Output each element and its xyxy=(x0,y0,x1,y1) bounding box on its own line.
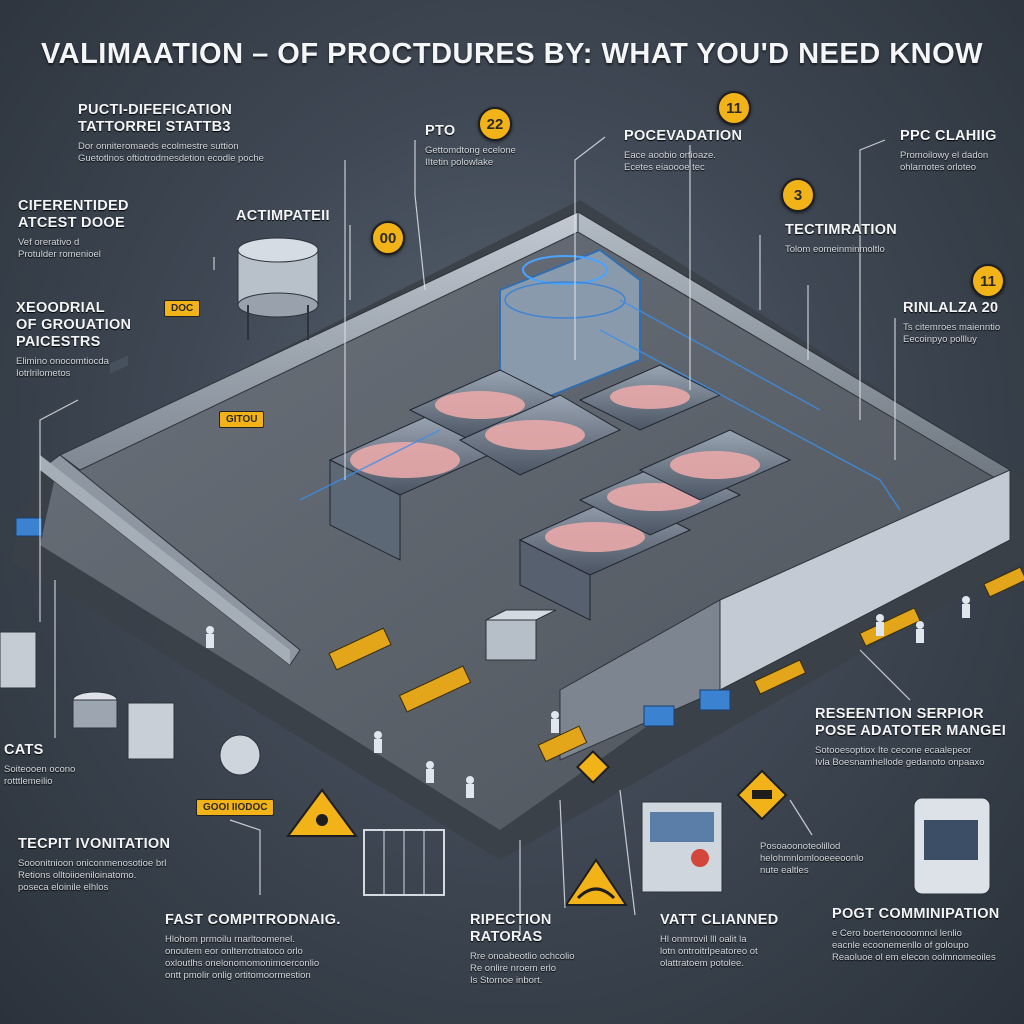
tower-glow-ring xyxy=(522,255,608,285)
incubator-box xyxy=(641,801,723,893)
hazard-sign-vehicle xyxy=(736,769,788,821)
number-badge-1: 11 xyxy=(717,91,751,125)
callout-14: VATT CLIANNED Hl onmrovil lll oalit la lo… xyxy=(660,912,810,970)
number-badge-0: 22 xyxy=(478,107,512,141)
blue-lighting xyxy=(299,299,901,511)
callout-2: XEOODRIAL OF GROUATION PAICESTRS Elimino … xyxy=(16,300,186,380)
cage-basket xyxy=(363,829,445,896)
cart-equipment xyxy=(0,631,261,776)
callout-heading: RIPECTION RATORAS xyxy=(470,912,552,945)
number-badge-3: 11 xyxy=(971,264,1005,298)
callout-4: POCEVADATION Eace aoobio ortioaze. Ecetes… xyxy=(624,128,784,174)
callout-heading: RINLALZA 20 xyxy=(903,300,999,316)
callout-5: PPC CLAHIIG Promoilowy el dadon ohlarnote… xyxy=(900,128,1024,174)
callout-heading: CATS xyxy=(4,742,44,758)
yellow-tag-1: GITOU xyxy=(219,411,265,428)
callout-body: Sooonitnioon oniconmenosotioe brl Retion… xyxy=(18,858,167,893)
callout-heading: POCEVADATION xyxy=(624,128,743,144)
callout-body: e Cero boertenoooomnol lenlio eacnle eco… xyxy=(832,928,996,963)
callout-heading: CIFERENTIDED ATCEST DOOE xyxy=(18,198,129,231)
callout-body: Hlohom prmoilu rnarltoomenel. onoutem eo… xyxy=(165,934,320,981)
callout-1: CIFERENTIDED ATCEST DOOE Vef orerativo d … xyxy=(18,198,178,261)
front-left-facade xyxy=(40,455,290,665)
callout-body: Rre onoabeotlio ochcolio Re onlire nroem… xyxy=(470,951,575,986)
callout-heading: RESEENTION SERPIOR POSE ADATOTER MANGEI xyxy=(815,706,1007,739)
callout-body: Posoaoonoteolillod helohmnlomlooeeeoonlo… xyxy=(760,841,864,876)
monitor-device xyxy=(913,797,991,895)
callout-10: CATS Soiteooen ocono rotttlemeilio xyxy=(4,742,134,788)
page-title: VALIMAATION – OF PROCTDURES BY: WHAT YOU… xyxy=(40,38,984,70)
callout-body: Tolom eomeinminmoltlo xyxy=(785,244,885,255)
callout-8: RINLALZA 20 Ts citemroes maienntio Eecoin… xyxy=(903,300,1024,346)
control-unit xyxy=(485,609,557,661)
yellow-tag-2: GOOI IIODOC xyxy=(196,799,275,816)
callout-7: TECTIMRATION Tolom eomeinminmoltlo xyxy=(785,222,945,256)
hazard-sign-insect xyxy=(286,788,358,837)
callout-heading: VATT CLIANNED xyxy=(660,912,779,928)
yellow-tag-0: DOC xyxy=(164,300,201,317)
callout-heading: POGT COMMINIPATION xyxy=(832,906,1000,922)
number-badge-2: 3 xyxy=(781,178,815,212)
callout-heading: FAST COMPITRODNAIG. xyxy=(165,912,341,928)
callout-heading: PPC CLAHIIG xyxy=(900,128,997,144)
callout-body: Soiteooen ocono rotttlemeilio xyxy=(4,764,76,787)
callout-body: Sotooesoptiox Ite cecone ecaalepeor Ivla… xyxy=(815,745,985,768)
callout-12: FAST COMPITRODNAIG. Hlohom prmoilu rnarlt… xyxy=(165,912,390,982)
callout-heading: PTO xyxy=(425,123,456,139)
callout-heading: ACTIMPATEII xyxy=(236,208,330,224)
callout-body: Promoilowy el dadon ohlarnotes orloteo xyxy=(900,150,989,173)
callout-6: ACTIMPATEII xyxy=(236,208,366,225)
callout-heading: TECPIT IVONITATION xyxy=(18,836,171,852)
callout-heading: PUCTI-DIFEFICATION TATTORREI STATTB3 xyxy=(78,102,233,135)
callout-3: PTO Gettomdtong ecelone IItetin polowlake xyxy=(425,123,555,169)
callout-body: Elimino onocomtiocda Iotrlrilometos xyxy=(16,356,109,379)
hazard-sign-small xyxy=(576,750,610,784)
callout-16: POGT COMMINIPATION e Cero boertenoooomnol… xyxy=(832,906,1024,964)
livestock-pens xyxy=(328,364,792,621)
hazard-sign-floor xyxy=(564,858,628,906)
yellow-barriers xyxy=(328,566,1024,763)
callout-15: Posoaoonoteolillod helohmnlomlooeeeoonlo… xyxy=(760,836,900,877)
callout-13: RIPECTION RATORAS Rre onoabeotlio ochcoli… xyxy=(470,912,620,987)
callout-heading: XEOODRIAL OF GROUATION PAICESTRS xyxy=(16,300,132,350)
leader-lines xyxy=(39,136,911,935)
callout-body: Gettomdtong ecelone IItetin polowlake xyxy=(425,145,516,168)
callout-11: TECPIT IVONITATION Sooonitnioon oniconmen… xyxy=(18,836,218,894)
water-tank-icon xyxy=(237,237,319,340)
callout-body: Eace aoobio ortioaze. Ecetes eiaoooe tec xyxy=(624,150,716,173)
callout-body: Hl onmrovil lll oalit la lotn ontroitrlp… xyxy=(660,934,758,969)
left-wall-windows xyxy=(110,355,128,374)
callout-body: Ts citemroes maienntio Eecoinpyo pollluy xyxy=(903,322,1001,345)
number-badge-4: 00 xyxy=(371,221,405,255)
workers xyxy=(206,596,970,798)
callout-9: RESEENTION SERPIOR POSE ADATOTER MANGEI S… xyxy=(815,706,1015,769)
pallets xyxy=(15,517,731,727)
callout-body: Dor onniteromaeds ecolmestre suttion Gue… xyxy=(78,141,264,164)
callout-heading: TECTIMRATION xyxy=(785,222,898,238)
callout-body: Vef orerativo d Protulder romenioel xyxy=(18,237,101,260)
